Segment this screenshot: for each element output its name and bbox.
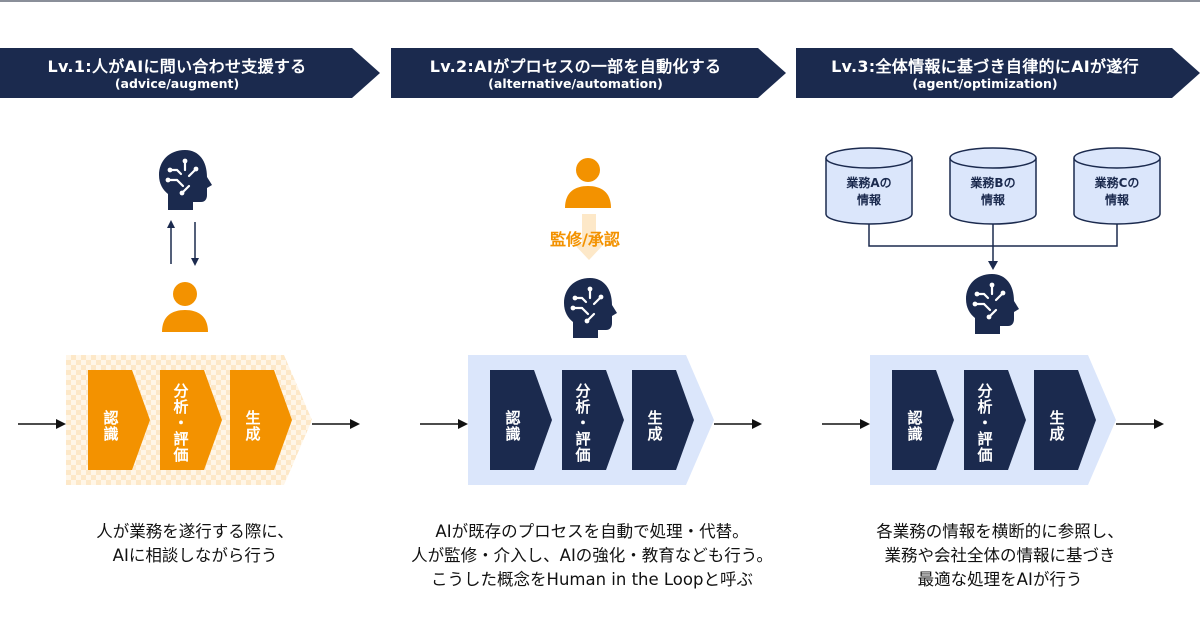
top-divider — [0, 0, 1200, 2]
banner-lv3-title: Lv.3:全体情報に基づき自律的にAIが遂行 — [831, 57, 1139, 76]
step-label-recognize: 認識 — [905, 410, 924, 442]
flow-out-arrow — [714, 415, 762, 434]
banner-lv2-subtitle: (alternative/automation) — [488, 76, 663, 91]
description-lv3-line1: 各業務の情報を横断的に参照し、 — [876, 522, 1124, 541]
banner-lv3: Lv.3:全体情報に基づき自律的にAIが遂行 (agent/optimizati… — [796, 48, 1200, 98]
step-chevron-generate — [1034, 370, 1096, 474]
step-chevron-analyze — [160, 370, 222, 474]
description-lv1: 人が業務を遂行する際に、 AIに相談しながら行う — [30, 520, 360, 568]
description-lv1-line2: AIに相談しながら行う — [112, 546, 278, 565]
description-lv2-line2: 人が監修・介入し、AIの強化・教育なども行う。 — [411, 546, 773, 565]
database-cylinder-b — [948, 146, 1038, 230]
bidirectional-arrows — [163, 220, 203, 270]
ai-head-icon — [560, 276, 620, 340]
banner-lv1-title: Lv.1:人がAIに問い合わせ支援する — [47, 57, 307, 76]
person-icon — [563, 156, 613, 208]
database-label-a: 業務Aの 情報 — [846, 176, 892, 207]
banner-lv1-subtitle: (advice/augment) — [114, 76, 240, 91]
step-label-generate: 生成 — [243, 410, 262, 442]
flow-in-arrow — [18, 415, 66, 434]
step-label-recognize: 認識 — [101, 410, 120, 442]
database-label-b: 業務Bの 情報 — [970, 176, 1016, 207]
banner-lv2: Lv.2:AIがプロセスの一部を自動化する (alternative/autom… — [391, 48, 786, 98]
description-lv3-line3: 最適な処理をAIが行う — [917, 570, 1083, 589]
step-chevron-analyze — [562, 370, 624, 474]
step-chevron-recognize — [88, 370, 150, 474]
description-lv2-line1: AIが既存のプロセスを自動で処理・代替。 — [435, 522, 749, 541]
step-chevron-recognize — [490, 370, 552, 474]
description-lv1-line1: 人が業務を遂行する際に、 — [96, 522, 294, 541]
step-chevron-generate — [632, 370, 694, 474]
banner-lv2-title: Lv.2:AIがプロセスの一部を自動化する — [429, 57, 722, 76]
ai-head-icon — [155, 148, 215, 212]
banner-lv3-subtitle: (agent/optimization) — [912, 76, 1058, 91]
description-lv3: 各業務の情報を横断的に参照し、 業務や会社全体の情報に基づき 最適な処理をAIが… — [810, 520, 1190, 592]
database-cylinder-c — [1072, 146, 1162, 230]
banner-lv1: Lv.1:人がAIに問い合わせ支援する (advice/augment) — [0, 48, 380, 98]
description-lv2-line3: こうした概念をHuman in the Loopと呼ぶ — [431, 570, 753, 589]
step-chevron-generate — [230, 370, 292, 474]
step-label-analyze: 分析・評価 — [573, 383, 592, 463]
database-connector — [860, 224, 1130, 274]
step-chevron-analyze — [964, 370, 1026, 474]
step-label-analyze: 分析・評価 — [171, 383, 190, 463]
flow-in-arrow — [420, 415, 468, 434]
description-lv2: AIが既存のプロセスを自動で処理・代替。 人が監修・介入し、AIの強化・教育など… — [392, 520, 792, 592]
step-label-generate: 生成 — [1047, 410, 1066, 442]
supervision-arrow — [574, 214, 604, 264]
flow-out-arrow — [1116, 415, 1164, 434]
description-lv3-line2: 業務や会社全体の情報に基づき — [884, 546, 1116, 565]
step-chevron-recognize — [892, 370, 954, 474]
ai-head-icon — [962, 272, 1022, 336]
database-label-c: 業務Cの 情報 — [1094, 176, 1140, 207]
step-label-generate: 生成 — [645, 410, 664, 442]
flow-out-arrow — [312, 415, 360, 434]
step-label-analyze: 分析・評価 — [975, 383, 994, 463]
database-cylinder-a — [824, 146, 914, 230]
flow-in-arrow — [822, 415, 870, 434]
person-icon — [160, 280, 210, 332]
step-label-recognize: 認識 — [503, 410, 522, 442]
supervision-label: 監修/承認 — [550, 230, 620, 249]
